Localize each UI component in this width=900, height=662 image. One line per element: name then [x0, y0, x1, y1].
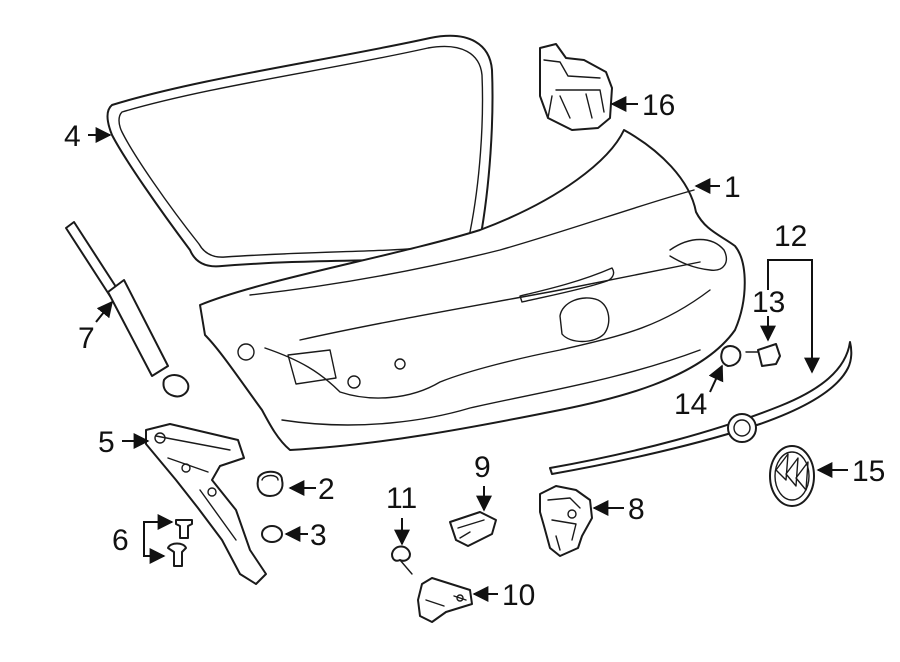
callout-10: 10	[502, 579, 535, 612]
callout-11: 11	[386, 482, 417, 515]
rear-window-seal-part	[106, 34, 494, 268]
callout-3: 3	[310, 519, 327, 552]
lift-support-part	[65, 221, 190, 398]
latch-part	[539, 485, 593, 557]
leader-lines	[88, 96, 848, 602]
callout-1: 1	[724, 171, 741, 204]
clip-part	[720, 345, 742, 367]
callout-14: 14	[674, 388, 707, 421]
push-pin-part	[391, 545, 413, 575]
emblem-part	[769, 445, 815, 507]
callout-6: 6	[112, 524, 129, 557]
callout-12: 12	[774, 220, 807, 253]
plug-part	[261, 525, 283, 543]
callout-5: 5	[98, 426, 115, 459]
callout-8: 8	[628, 493, 645, 526]
callout-9: 9	[474, 451, 491, 484]
callout-2: 2	[318, 473, 335, 506]
release-switch-part	[449, 511, 497, 547]
callout-16: 16	[642, 89, 675, 122]
striker-part	[417, 577, 473, 623]
callout-13: 13	[752, 286, 785, 319]
callout-labels: 1 2 3 4 5 6 7 8 9 10 11 12 13 14 15 16	[64, 89, 885, 612]
callout-15: 15	[852, 455, 885, 488]
deck-lid-hinge-part	[145, 423, 267, 585]
bumper-stop-part	[745, 343, 781, 367]
bolt-part	[167, 519, 193, 567]
trunk-bracket-part	[539, 43, 613, 131]
deck-lid-part	[199, 129, 746, 451]
grommet-part	[256, 470, 284, 497]
callout-7: 7	[78, 322, 95, 355]
applique-molding-part	[549, 341, 853, 475]
callout-4: 4	[64, 120, 81, 153]
